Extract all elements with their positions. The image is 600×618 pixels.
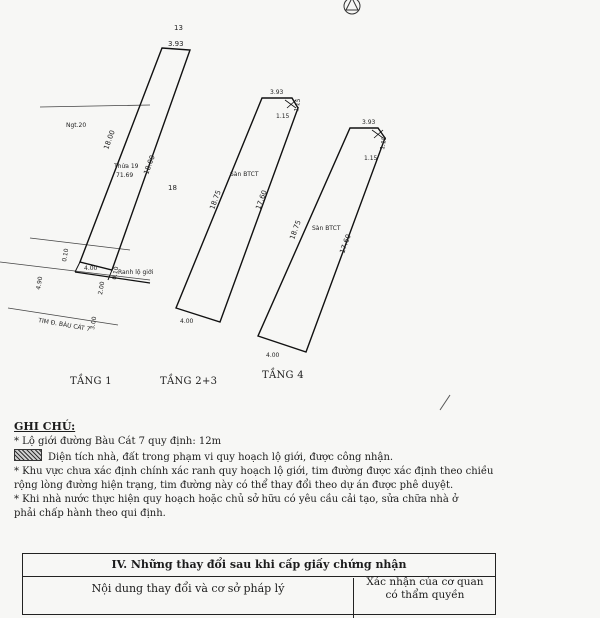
changes-table: IV. Những thay đổi sau khi cấp giấy chứn… [22, 553, 496, 618]
floor-2-3-label: TẦNG 2+3 [160, 376, 218, 387]
floor4-slab-label: Sàn BTCT [312, 225, 341, 232]
confirm-header-line-2: có thẩm quyền [385, 589, 465, 601]
floor-1-plan: 3.93 18.00 18.00 Thửa 19 71.69 4.00 0.10… [35, 40, 191, 333]
note-line-2: Diện tích nhà, đất trong phạm vi quy hoạ… [48, 452, 394, 463]
floor1-right-dim: 18.00 [142, 154, 156, 176]
floor-4-label: TẦNG 4 [262, 370, 304, 381]
hatch-legend-icon [14, 449, 42, 461]
street-centerline [7, 307, 119, 326]
floor23-corner-b: 1.15 [293, 98, 302, 113]
changes-table-title: IV. Những thay đổi sau khi cấp giấy chứn… [23, 554, 495, 577]
note-line-1: * Lộ giới đường Bàu Cát 7 quy định: 12m [14, 436, 222, 447]
note-line-5: * Khi nhà nước thực hiện quy hoạch hoặc … [14, 494, 459, 505]
note-line-6: phải chấp hành theo qui định. [14, 508, 166, 519]
notes-section: GHI CHÚ: * Lộ giới đường Bàu Cát 7 quy đ… [14, 420, 594, 521]
floor1-road-side-dim: 4.90 [35, 276, 44, 291]
floor23-corner-a: 1.15 [276, 113, 290, 120]
floor23-top-dim: 3.93 [270, 89, 284, 96]
note-line-3: * Khu vực chưa xác định chính xác ranh q… [14, 466, 494, 477]
floor1-road-dim: 3.00 [89, 316, 98, 331]
floor-2-3-plan: 3.93 1.15 1.15 18.75 17.60 Sàn BTCT 4.00 [175, 89, 302, 325]
floor1-bottom-dim: 4.00 [84, 265, 98, 272]
changes-content-header: Nội dung thay đổi và cơ sở pháp lý [23, 578, 354, 618]
floor23-right-dim: 17.60 [254, 189, 268, 211]
floor-1-label: TẦNG 1 [70, 376, 112, 387]
boundary-line [39, 104, 151, 108]
floor4-bottom-dim: 4.00 [266, 352, 280, 359]
boundary-line [29, 237, 131, 251]
floor4-right-dim: 17.60 [338, 233, 352, 255]
north-arrow-icon [343, 0, 361, 15]
floor1-small-a: 0.10 [61, 248, 70, 263]
floor4-top-dim: 3.93 [362, 119, 376, 126]
floor1-left-dim: 18.00 [102, 129, 116, 151]
scan-mark [439, 394, 451, 411]
floor1-setback-dim: 2.00 [97, 281, 106, 296]
floor-4-plan: 3.93 1.15 1.15 18.75 17.60 Sàn BTCT 4.00 [257, 119, 388, 359]
left-neighbor-label: Ngt.20 [66, 122, 86, 129]
center-number: 18 [168, 184, 177, 192]
floor1-top-dim: 3.93 [168, 40, 184, 48]
floor4-corner-a: 1.15 [364, 155, 378, 162]
setback-label: Ranh lộ giới [118, 269, 154, 276]
floor-plan-drawing: 13 Ngt.20 18 3.93 18.00 18.00 Thửa 19 71… [0, 0, 451, 411]
floor4-left-dim: 18.75 [288, 219, 302, 241]
notes-heading: GHI CHÚ: [14, 420, 76, 433]
plot-label: Thửa 19 [113, 163, 139, 170]
top-label: 13 [174, 24, 183, 32]
confirm-header-line-1: Xác nhận của cơ quan [366, 576, 484, 588]
note-line-4: rộng lòng đường hiện trạng, tim đường nà… [14, 480, 454, 491]
note-line-2-row: Diện tích nhà, đất trong phạm vi quy hoạ… [14, 449, 594, 465]
floor4-corner-b: 1.15 [379, 136, 388, 151]
floor23-slab-label: Sàn BTCT [230, 171, 259, 178]
changes-confirm-header: Xác nhận của cơ quan có thẩm quyền [355, 576, 495, 602]
floor1-small-b: 0.10 [111, 266, 120, 281]
floor23-bottom-dim: 4.00 [180, 318, 194, 325]
plot-area: 71.69 [116, 172, 133, 179]
